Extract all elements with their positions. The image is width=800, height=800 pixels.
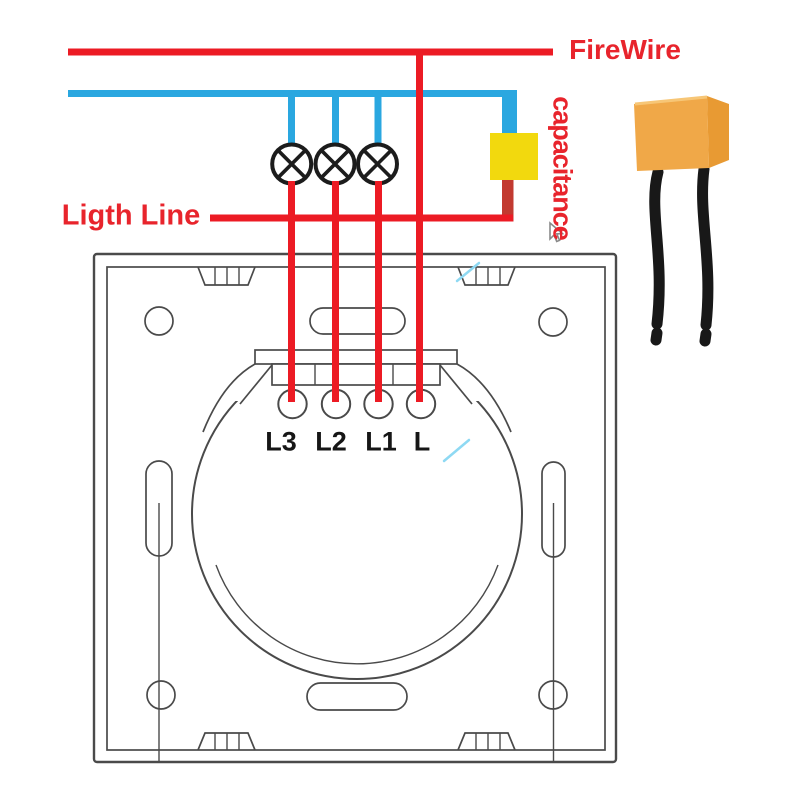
lamps (270, 142, 399, 186)
lamp-2 (313, 142, 357, 186)
claw-tab-bottom-left (197, 732, 256, 751)
capacitor-body (490, 133, 538, 180)
capacitor-photo (634, 95, 729, 347)
module-shoulder-right-inner (439, 364, 473, 405)
firewire-label: FireWire (569, 34, 681, 65)
capacitor-photo-lead-right (697, 163, 714, 331)
artifact-tick-top (455, 261, 481, 283)
mounting-slot-top (309, 307, 406, 335)
neutral-wires (68, 90, 517, 147)
light-line-label: Ligth Line (61, 199, 201, 232)
terminal-block (254, 349, 458, 365)
switch-back-panel (92, 252, 618, 764)
screw-hole-top-right (538, 307, 568, 337)
panel-inner-plate (106, 266, 606, 751)
claw-tab-bottom-right (457, 732, 516, 751)
capacitor-photo-lead-left (649, 166, 665, 330)
capacitance-label: capacitance (547, 96, 578, 240)
capacitor-photo-leads (649, 163, 714, 347)
blue-artifact-marks (442, 261, 481, 463)
neutral-stub-capacitor (502, 93, 517, 134)
terminal-cell-dividers (314, 364, 394, 385)
cursor-arrow-icon (549, 221, 565, 243)
capacitor-photo-body-side (707, 96, 729, 168)
module-shoulder-left-outer (202, 363, 256, 433)
lamp-1 (270, 142, 314, 186)
mounting-slot-bottom (306, 682, 408, 711)
lamp-3 (356, 142, 399, 186)
live-wires (68, 48, 553, 402)
lamp-2-cross (319, 148, 351, 180)
capacitor-lead-bottom (502, 176, 514, 222)
capacitor-photo-lead-left-tip (650, 327, 663, 346)
screw-hole-bottom-left (146, 680, 176, 710)
mouse-cursor (549, 221, 565, 243)
artifact-tick-bottom (442, 438, 471, 463)
lamp-3-cross (362, 148, 393, 180)
panel-outer-plate (92, 252, 618, 764)
capacitor-photo-body-front (634, 96, 709, 171)
terminal-label-l3: L3 (265, 426, 297, 457)
capacitor-symbol (490, 133, 538, 222)
screw-hole-top-left (144, 306, 174, 336)
touch-module-inner-arc (215, 564, 499, 665)
module-shoulder-right-outer (456, 363, 512, 433)
capacitor-photo-body-highlight (634, 95, 708, 106)
lamp-1-cross (276, 148, 307, 180)
capacitor-photo-lead-right-tip (699, 328, 712, 347)
claw-tab-top-left (197, 266, 256, 286)
module-shoulder-left-inner (239, 364, 273, 405)
terminal-label-l1: L1 (365, 426, 397, 457)
terminal-label-l2: L2 (315, 426, 347, 457)
terminal-cell-row (271, 363, 441, 386)
terminal-label-l: L (413, 426, 431, 457)
